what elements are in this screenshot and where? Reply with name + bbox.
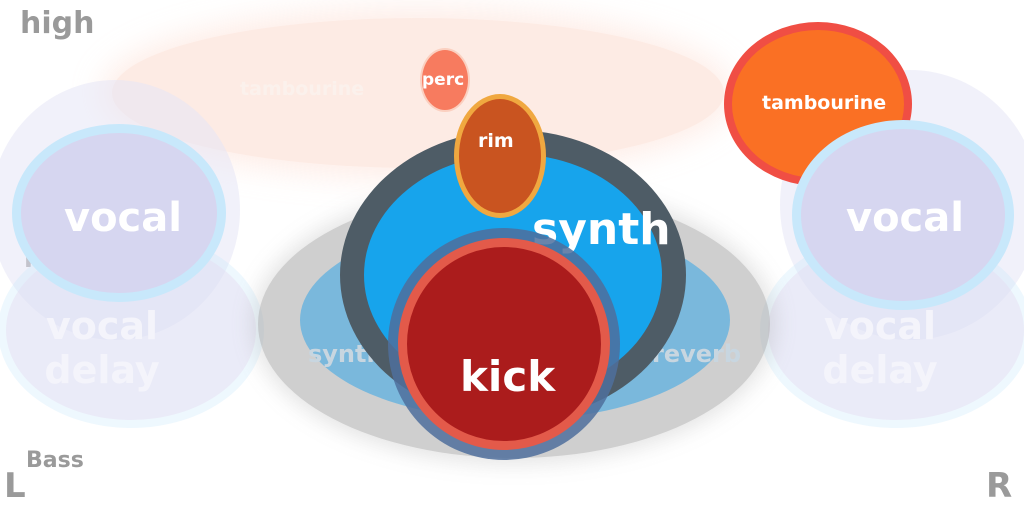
- rim-blob: [454, 94, 546, 218]
- perc-label: perc: [422, 70, 465, 90]
- kick-blob: [398, 238, 610, 450]
- vocal-delay-right-label: vocal delay: [822, 304, 938, 392]
- perc-blob: [420, 48, 470, 112]
- tambourine-wide-label: tambourine: [240, 78, 365, 100]
- axis-label-high: high: [20, 6, 95, 41]
- kick-label: kick: [460, 352, 556, 401]
- tambourine-right-label: tambourine: [762, 92, 887, 114]
- rim-label: rim: [478, 130, 514, 152]
- synth-reverb-right-label: reverb: [652, 340, 742, 368]
- vocal-left-blob: [12, 124, 226, 302]
- vocal-delay-left-label: vocal delay: [44, 304, 160, 392]
- vocal-right-label: vocal: [846, 195, 964, 241]
- vocal-left-label: vocal: [64, 195, 182, 241]
- axis-label-left: L: [4, 466, 26, 506]
- axis-label-right: R: [986, 466, 1013, 506]
- vocal-right-blob: [792, 120, 1014, 310]
- axis-label-bass: Bass: [26, 448, 84, 473]
